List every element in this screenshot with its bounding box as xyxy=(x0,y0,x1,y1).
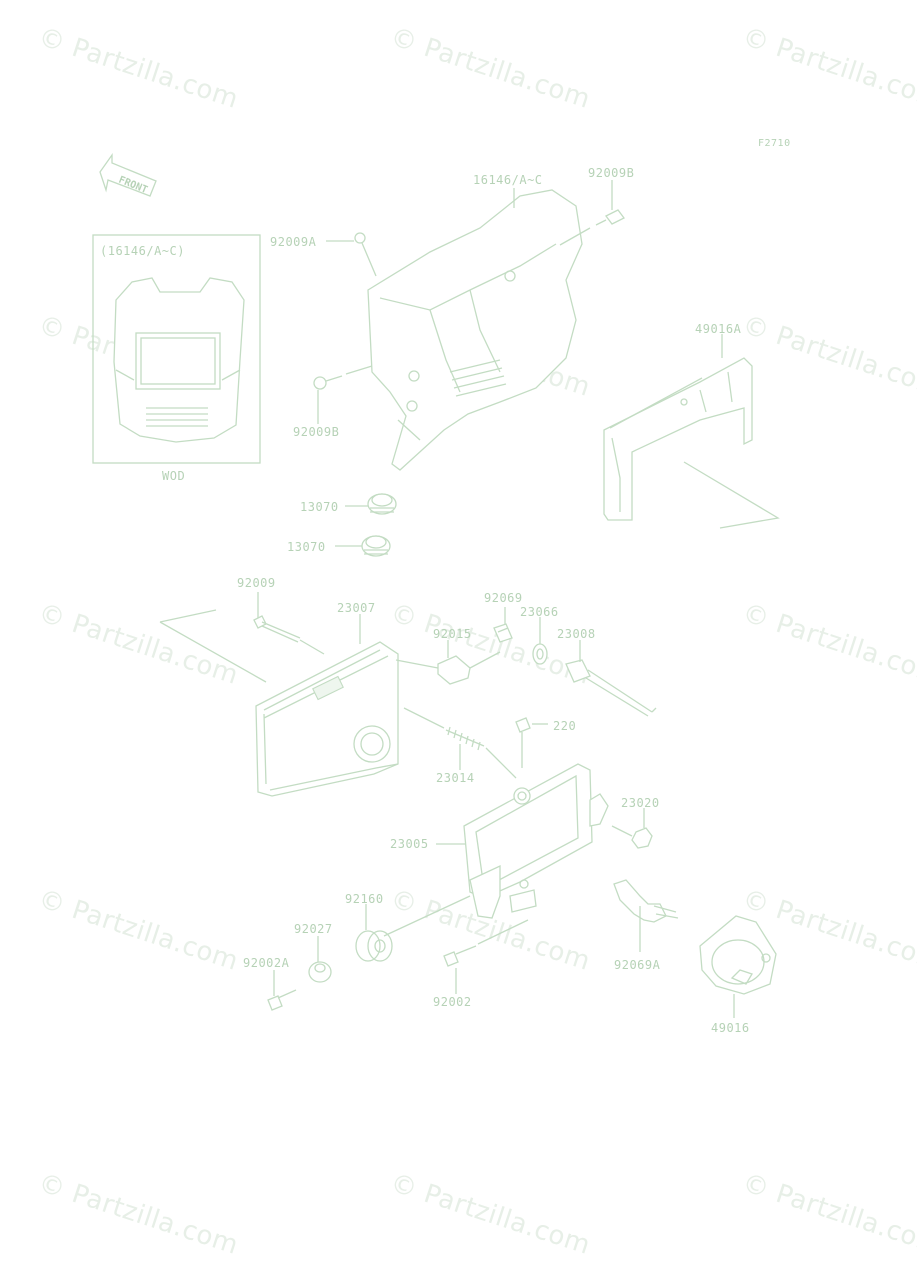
screw-92009a-drawing xyxy=(354,232,377,277)
callout-23020[interactable]: 23020 xyxy=(621,796,660,810)
collar-92027-drawing xyxy=(308,961,332,983)
callout-23007[interactable]: 23007 xyxy=(337,601,376,615)
inset-caption: WOD xyxy=(162,469,186,483)
callout-16146[interactable]: 16146/A~C xyxy=(473,173,543,187)
screw-92009b-top-drawing xyxy=(559,209,625,246)
bolt-92002a-drawing xyxy=(267,989,297,1011)
headlight-lens-drawing xyxy=(159,609,399,797)
diagram-code: F2710 xyxy=(758,138,791,149)
callout-23066[interactable]: 23066 xyxy=(520,605,559,619)
inset-frame xyxy=(92,234,261,464)
callout-92069[interactable]: 92069 xyxy=(484,591,523,605)
callout-92002a[interactable]: 92002A xyxy=(243,956,290,970)
diagram-drawing: FRONT xyxy=(92,152,780,1018)
inset-title: (16146/A~C) xyxy=(100,244,185,258)
headlight-housing-drawing xyxy=(463,763,609,919)
spring-23014-drawing xyxy=(403,707,517,779)
front-arrow-icon: FRONT xyxy=(99,152,157,197)
callout-92160[interactable]: 92160 xyxy=(345,892,384,906)
callout-220[interactable]: 220 xyxy=(553,719,577,733)
nut-23020-drawing xyxy=(611,825,653,849)
callout-92009b-left[interactable]: 92009B xyxy=(293,425,340,439)
grommet-13070-upper-drawing xyxy=(367,493,397,515)
callout-23005[interactable]: 23005 xyxy=(390,837,429,851)
callout-49016a[interactable]: 49016A xyxy=(695,322,742,336)
callout-49016[interactable]: 49016 xyxy=(711,1021,750,1035)
screw-92009-drawing xyxy=(253,615,325,655)
callout-92009[interactable]: 92009 xyxy=(237,576,276,590)
callout-92002[interactable]: 92002 xyxy=(433,995,472,1009)
callout-92069a[interactable]: 92069A xyxy=(614,958,661,972)
grommet-13070-lower-drawing xyxy=(361,535,391,557)
leader-lines xyxy=(257,180,735,1018)
upper-cowl-drawing xyxy=(367,189,583,471)
callout-92015[interactable]: 92015 xyxy=(433,627,472,641)
callout-23008[interactable]: 23008 xyxy=(557,627,596,641)
bolt-220-drawing xyxy=(515,717,531,768)
callout-92009a[interactable]: 92009A xyxy=(270,235,317,249)
callout-92009b-top[interactable]: 92009B xyxy=(588,166,635,180)
socket-23008-drawing xyxy=(565,659,657,717)
cover-49016-drawing xyxy=(699,915,777,995)
grommet-92160-drawing xyxy=(355,895,471,962)
callout-23014[interactable]: 23014 xyxy=(436,771,475,785)
callout-13070-upper[interactable]: 13070 xyxy=(300,500,339,514)
bulb-92069a-drawing xyxy=(613,879,679,923)
callout-92027[interactable]: 92027 xyxy=(294,922,333,936)
bolt-92002-drawing xyxy=(443,919,529,967)
inset-cowl-drawing xyxy=(113,277,245,443)
bracket-49016a-drawing xyxy=(603,357,780,529)
socket-23066-drawing xyxy=(532,643,548,665)
parts-diagram: © Partzilla.com © Partzilla.com © Partzi… xyxy=(35,22,917,1261)
screw-92009b-left-drawing xyxy=(313,365,373,390)
callout-13070-lower[interactable]: 13070 xyxy=(287,540,326,554)
bulb-92069-drawing xyxy=(493,623,513,643)
clip-92015-drawing xyxy=(395,651,501,685)
